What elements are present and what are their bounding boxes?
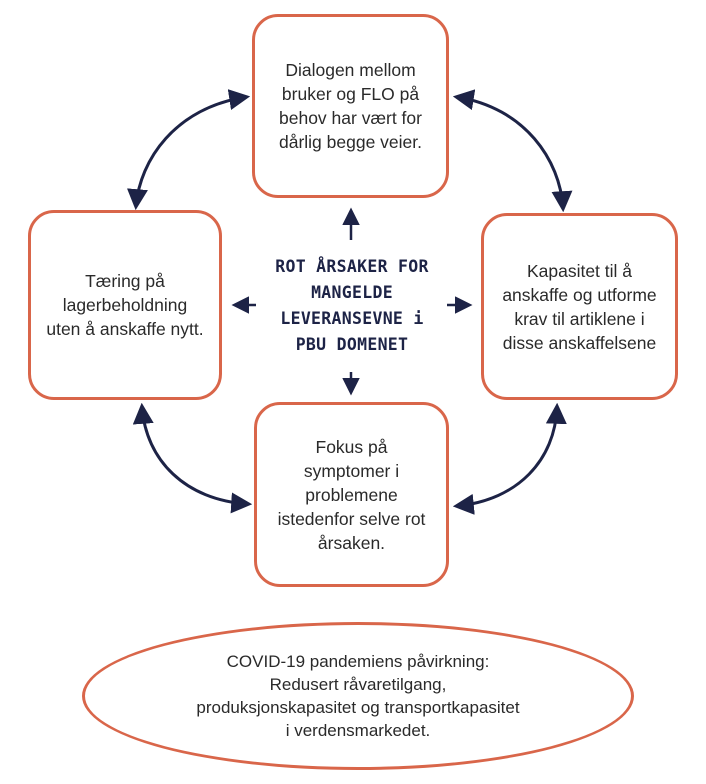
text-line: Kapasitet til å (526, 260, 633, 281)
text-line: istedenfor selve rot (277, 508, 426, 529)
text-line: uten å anskaffe nytt. (46, 319, 204, 339)
text-line: COVID-19 pandemiens påvirkning: (226, 652, 490, 671)
arrow-left-bottom (132, 402, 253, 514)
text-line: disse anskaffelsene (502, 332, 657, 353)
cause-box-inventory: Tæring på lagerbeholdning uten å anskaff… (28, 210, 222, 400)
text-line: Fokus på (315, 436, 388, 457)
text-line: Redusert råvaretilgang, (269, 675, 447, 694)
text-line: i verdensmarkedet. (285, 721, 431, 740)
text-line: Tæring på (85, 271, 165, 291)
title-line: MANGELDE (311, 283, 393, 302)
cause-box-dialog-text: Dialogen mellom bruker og FLO på behov h… (279, 58, 422, 154)
text-line: anskaffe og utforme (502, 284, 657, 305)
text-line: bruker og FLO på (281, 84, 420, 104)
cause-box-inventory-text: Tæring på lagerbeholdning uten å anskaff… (46, 269, 203, 341)
text-line: behov har vært for (279, 108, 422, 128)
arrow-top-right (452, 89, 573, 213)
text-line: produksjonskapasitet og transportkapasit… (196, 698, 520, 717)
title-line: LEVERANSEVNE i (280, 309, 424, 328)
cause-box-dialog: Dialogen mellom bruker og FLO på behov h… (252, 14, 449, 198)
cause-box-symptoms-text: Fokus på symptomer i problemene istedenf… (278, 435, 426, 555)
text-line: krav til artiklene i (514, 308, 645, 329)
arrow-right-bottom (452, 402, 567, 515)
text-line: symptomer i (303, 460, 400, 481)
covid-impact-ellipse: COVID-19 pandemiens påvirkning: Redusert… (82, 622, 634, 770)
text-line: problemene (305, 484, 398, 505)
text-line: årsaken. (317, 532, 386, 553)
center-title: ROT ÅRSAKER FOR MANGELDE LEVERANSEVNE i … (246, 254, 458, 358)
cause-box-capacity-text: Kapasitet til å anskaffe og utforme krav… (502, 259, 656, 355)
cause-box-capacity: Kapasitet til å anskaffe og utforme krav… (481, 213, 678, 400)
cause-box-symptoms: Fokus på symptomer i problemene istedenf… (254, 402, 449, 587)
text-line: Dialogen mellom (285, 60, 416, 80)
title-line: ROT ÅRSAKER FOR (275, 257, 429, 276)
covid-impact-text: COVID-19 pandemiens påvirkning: Redusert… (196, 650, 519, 742)
arrow-top-left (127, 89, 251, 211)
text-line: lagerbeholdning (62, 295, 188, 315)
title-line: PBU DOMENET (295, 335, 409, 354)
text-line: dårlig begge veier. (278, 132, 423, 152)
